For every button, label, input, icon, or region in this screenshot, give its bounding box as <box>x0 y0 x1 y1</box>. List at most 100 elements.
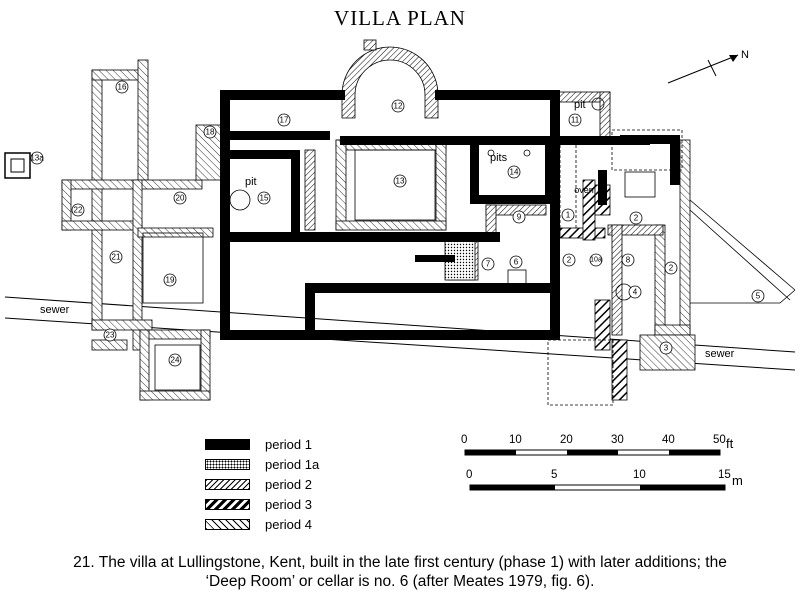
legend-label: period 2 <box>265 477 312 492</box>
scale-bar-m <box>469 484 726 491</box>
scale-ft-tick: 20 <box>560 434 573 446</box>
svg-text:1: 1 <box>566 211 571 220</box>
svg-text:24: 24 <box>171 356 180 365</box>
room-marker: 20 <box>173 191 187 205</box>
pit-label-left: pit <box>245 176 257 188</box>
room-marker: 2 <box>664 261 678 275</box>
room-24-well <box>4 152 31 179</box>
sewer-label-right: sewer <box>705 348 735 360</box>
svg-text:14: 14 <box>510 168 519 177</box>
scale-ft-tick: 50 <box>713 434 726 446</box>
room-marker: 18 <box>203 125 217 139</box>
plan-title: VILLA PLAN <box>334 6 466 30</box>
room-marker: 13a <box>30 151 44 165</box>
scale-bars: 0 10 20 30 40 50 ft 0 5 10 15 m <box>440 430 770 500</box>
villa-plan: N sewer sewer <box>4 39 796 406</box>
svg-text:4: 4 <box>633 288 638 297</box>
legend-swatch-period-1 <box>205 439 250 450</box>
legend-swatch-period-3 <box>205 499 250 510</box>
room-marker: 22 <box>71 203 85 217</box>
svg-text:8: 8 <box>626 256 631 265</box>
sewer-label-left: sewer <box>40 304 70 316</box>
room-marker: 17 <box>277 113 291 127</box>
legend-label: period 1 <box>265 437 312 452</box>
svg-text:2: 2 <box>567 256 572 265</box>
scale-ft-unit: ft <box>726 436 734 451</box>
scale-ft-tick: 10 <box>509 434 522 446</box>
svg-text:23: 23 <box>106 331 115 340</box>
room-marker: 7 <box>481 257 495 271</box>
outline-walls <box>142 149 796 391</box>
room-marker: 21 <box>109 250 123 264</box>
pit-feature-right <box>591 97 605 111</box>
scale-m-unit: m <box>732 473 743 488</box>
svg-text:10a: 10a <box>590 257 602 264</box>
svg-text:13a: 13a <box>30 154 44 163</box>
room-marker: 15 <box>257 191 271 205</box>
svg-text:21: 21 <box>112 253 121 262</box>
north-arrow: N <box>667 49 749 84</box>
svg-text:18: 18 <box>206 128 215 137</box>
caption-line-2: ‘Deep Room’ or cellar is no. 6 (after Me… <box>205 573 595 590</box>
legend-swatch-period-2 <box>205 479 250 490</box>
room-marker: 2 <box>562 253 576 267</box>
legend-swatch-period-4 <box>205 519 250 530</box>
caption-line-1: 21. The villa at Lullingstone, Kent, bui… <box>73 554 727 571</box>
legend-label: period 1a <box>265 457 320 472</box>
room-marker: 23 <box>103 328 117 342</box>
room-marker: 6 <box>509 255 523 269</box>
north-label: N <box>741 49 749 61</box>
room-marker: 12 <box>391 99 405 113</box>
svg-text:16: 16 <box>118 83 127 92</box>
dashed-walls <box>547 129 683 406</box>
svg-text:3: 3 <box>664 344 669 353</box>
legend-label: period 4 <box>265 517 312 532</box>
room-marker: 3 <box>659 341 673 355</box>
pit-small-1 <box>487 149 495 157</box>
room-markers: 1 2 2 2 3 4 5 6 7 8 9 10a 11 12 13 14 15… <box>30 80 765 367</box>
room-marker: 16 <box>115 80 129 94</box>
pits-label: pits <box>490 152 508 164</box>
room-marker: 5 <box>751 289 765 303</box>
room-marker: 2 <box>629 211 643 225</box>
room-marker: 1 <box>561 208 575 222</box>
scale-m-tick: 15 <box>718 469 731 481</box>
svg-text:17: 17 <box>280 116 289 125</box>
svg-text:11: 11 <box>571 116 580 125</box>
scale-ft-tick: 30 <box>611 434 624 446</box>
room-marker: 24 <box>168 353 182 367</box>
scale-ft-tick: 0 <box>461 434 468 446</box>
scale-bar-ft <box>464 449 721 456</box>
svg-text:7: 7 <box>486 260 491 269</box>
room-marker: 4 <box>628 285 642 299</box>
room-marker: 19 <box>163 273 177 287</box>
scale-m-tick: 5 <box>551 469 558 481</box>
room-marker: 8 <box>621 253 635 267</box>
legend-label: period 3 <box>265 497 312 512</box>
pit-small-2 <box>523 149 531 157</box>
scale-m-tick: 10 <box>633 469 646 481</box>
svg-text:12: 12 <box>394 102 403 111</box>
svg-text:2: 2 <box>634 214 639 223</box>
svg-text:2: 2 <box>669 264 674 273</box>
svg-text:20: 20 <box>176 194 185 203</box>
scale-m-tick: 0 <box>466 469 473 481</box>
svg-text:9: 9 <box>517 213 522 222</box>
room-marker: 10a <box>589 253 603 267</box>
room-marker: 14 <box>507 165 521 179</box>
svg-text:13: 13 <box>396 177 405 186</box>
period-1-walls <box>220 90 680 340</box>
svg-text:5: 5 <box>756 292 761 301</box>
oven-label: oven <box>574 185 594 195</box>
legend-swatch-period-1a <box>205 459 250 470</box>
room-marker: 13 <box>393 174 407 188</box>
svg-text:6: 6 <box>514 258 519 267</box>
svg-text:19: 19 <box>166 276 175 285</box>
room-marker: 11 <box>568 113 582 127</box>
pit-feature-left <box>229 189 251 211</box>
svg-text:15: 15 <box>260 194 269 203</box>
scale-ft-tick: 40 <box>662 434 675 446</box>
pit-label-right: pit <box>574 99 586 111</box>
figure-caption: 21. The villa at Lullingstone, Kent, bui… <box>0 553 800 591</box>
svg-text:22: 22 <box>74 206 83 215</box>
